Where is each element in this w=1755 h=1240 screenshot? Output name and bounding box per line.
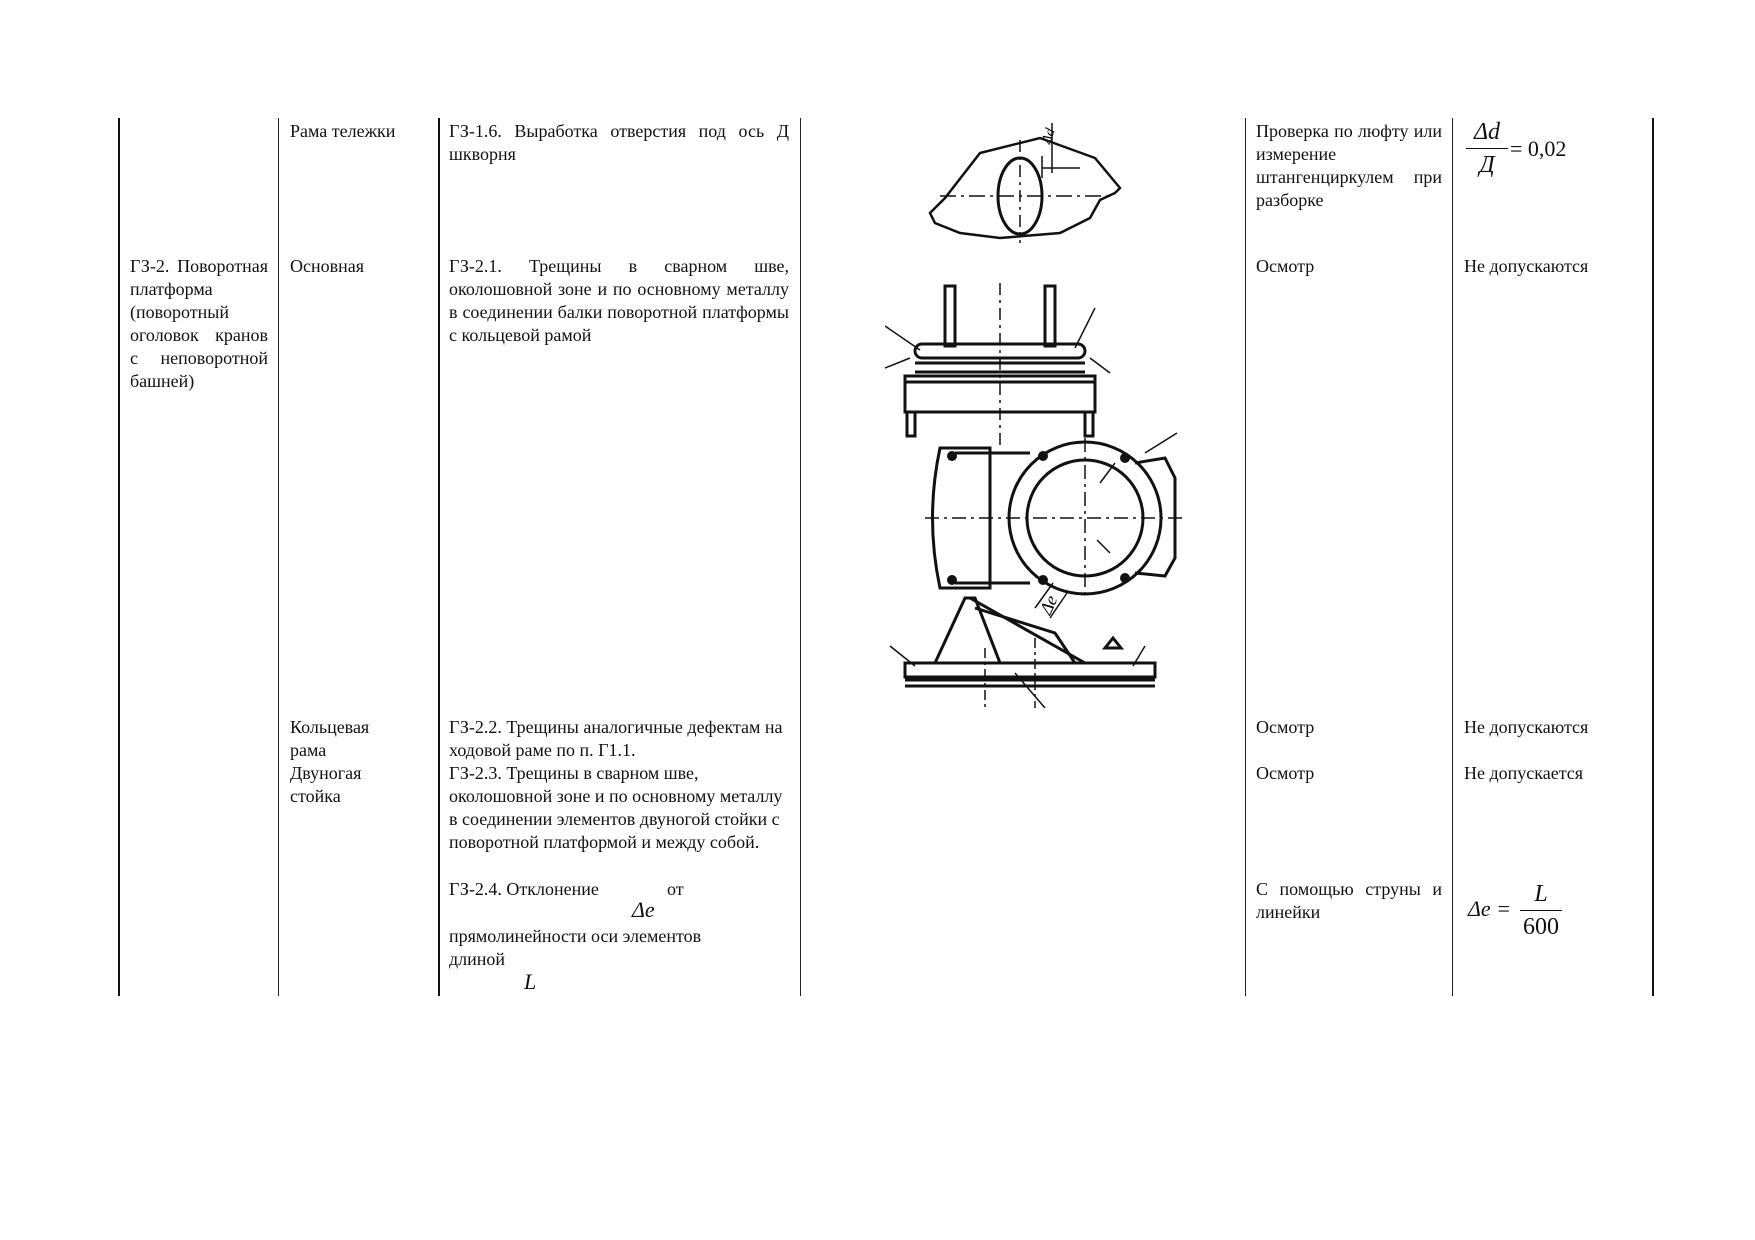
length-symbol: L [524, 969, 537, 994]
limit-lhs: Δe = [1468, 896, 1512, 921]
column-divider-1 [278, 118, 279, 996]
part-cell: Рама тележки [290, 121, 396, 141]
rotary-platform-drawing: Δe [885, 278, 1185, 708]
column-divider-2 [438, 118, 440, 996]
method-cell: Осмотр [1256, 763, 1315, 783]
node-cell: ГЗ-2. Поворотная платформа (поворотный о… [130, 256, 268, 391]
method-cell: Осмотр [1256, 717, 1315, 737]
fraction-bar [1520, 910, 1562, 911]
pivot-hole-drawing: Δd [920, 118, 1130, 248]
limit-fraction: Δd Д [1466, 118, 1508, 179]
defect-cell-from: от [667, 879, 684, 899]
delta-e-label: Δe [1035, 592, 1061, 618]
limit-cell: Не допускаются [1464, 256, 1589, 276]
fraction-numerator: L [1534, 881, 1548, 907]
limit-value: = 0,02 [1510, 136, 1567, 161]
column-divider-3 [800, 118, 801, 996]
method-cell: Осмотр [1256, 256, 1315, 276]
defect-cell: ГЗ-2.3. Трещины в сварном шве, околошовн… [449, 763, 783, 852]
limit-cell: Не допускается [1464, 763, 1584, 783]
fraction-bar [1466, 148, 1508, 149]
part-cell: Кольцевая рама [290, 717, 370, 760]
fraction-denominator: 600 [1523, 914, 1559, 940]
part-cell: Основная [290, 256, 365, 276]
fraction-numerator: Δd [1473, 119, 1501, 145]
part-cell: Двуногая стойка [290, 763, 362, 806]
column-divider-5 [1452, 118, 1453, 996]
defect-cell-line2: прямолинейности оси элементов [449, 926, 702, 946]
defect-cell-line3: длиной [449, 949, 506, 969]
limit-cell: Не допускаются [1464, 717, 1589, 737]
table-border-right [1652, 118, 1654, 996]
limit-fraction: L 600 [1520, 880, 1562, 941]
defect-cell-line1: ГЗ-2.4. Отклонение [449, 879, 599, 899]
defect-cell: ГЗ-2.1. Трещины в сварном шве, околошовн… [449, 256, 789, 345]
delta-e-symbol: Δe [632, 897, 655, 922]
column-divider-4 [1245, 118, 1246, 996]
delta-d-label: Δd [1039, 126, 1059, 147]
defect-cell: ГЗ-1.6. Выработка отверстия под ось Д шк… [449, 121, 789, 164]
method-cell: С помощью струны и линейки [1256, 879, 1442, 922]
method-cell: Проверка по люфту или измерение штангенц… [1256, 121, 1442, 210]
defect-cell: ГЗ-2.2. Трещины аналогичные дефектам на … [449, 717, 783, 760]
table-border-left [118, 118, 120, 996]
fraction-denominator: Д [1479, 152, 1495, 178]
